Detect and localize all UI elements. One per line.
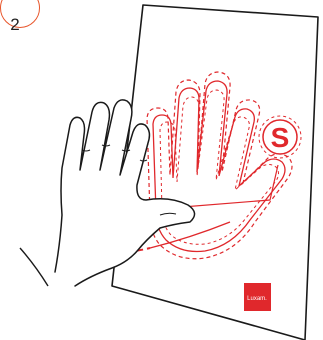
- size-marker-letter: S: [271, 122, 290, 153]
- brand-logo-text: Luxam.: [247, 296, 267, 302]
- wrist-line: [20, 248, 48, 286]
- board: [112, 5, 318, 340]
